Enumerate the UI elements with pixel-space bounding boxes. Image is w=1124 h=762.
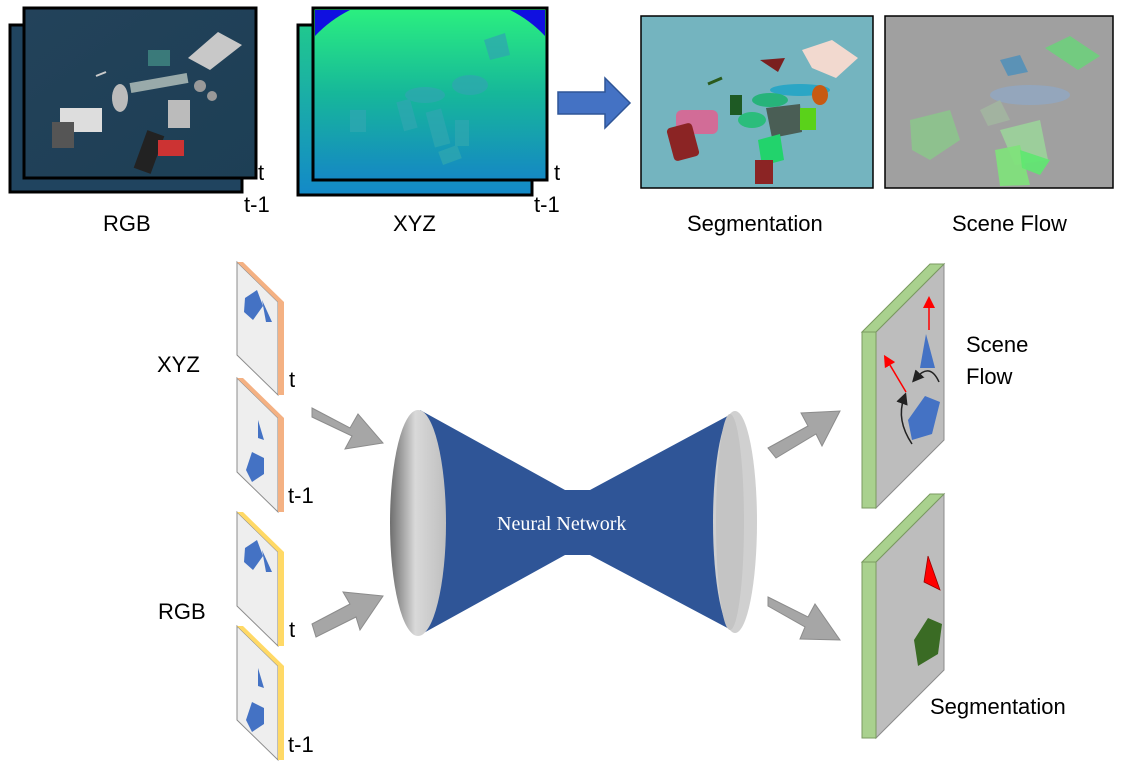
xyz-input-label: XYZ [157,352,200,377]
scene-flow-output-label-line2: Flow [966,364,1013,389]
segmentation-image [640,15,874,189]
rgb-image-stack [8,6,258,194]
network-label: Neural Network [497,513,626,535]
network-input-disc [390,410,446,636]
xyz-input-frame-t [236,260,284,397]
rgb-input-t-label: t [289,617,295,642]
scene-flow-image [884,15,1114,189]
network-to-segmentation-arrow [767,596,841,641]
rgb-input-label: RGB [158,599,206,624]
rgb-scene-objects [52,32,242,174]
rgb-to-network-arrow [311,591,384,638]
xyz-to-network-arrow [311,407,384,450]
rgb-t1-label: t-1 [244,192,270,217]
xyz-scene-objects [350,33,510,165]
xyz-caption: XYZ [393,211,436,236]
neural-network [390,410,757,636]
rgb-input-t1-label: t-1 [288,732,314,757]
xyz-input-frame-t-minus-1 [236,376,284,514]
xyz-t1-label: t-1 [534,192,560,217]
network-to-flow-arrow [767,410,841,459]
rgb-input-frame-t [236,510,284,648]
scene-flow-output-panel [860,262,946,510]
rgb-t-label: t [258,160,264,185]
segmentation-output-label: Segmentation [930,694,1066,719]
scene-flow-caption: Scene Flow [952,211,1067,236]
xyz-t-label: t [554,160,560,185]
xyz-input-t-label: t [289,367,295,392]
top-flow-arrow [557,76,632,130]
xyz-image-stack [296,6,549,197]
scene-flow-output-label-line1: Scene [966,332,1028,357]
rgb-input-frame-t-minus-1 [236,624,284,762]
rgb-caption: RGB [103,211,151,236]
xyz-input-t1-label: t-1 [288,483,314,508]
segmentation-output-panel [860,492,946,740]
segmentation-caption: Segmentation [687,211,823,236]
